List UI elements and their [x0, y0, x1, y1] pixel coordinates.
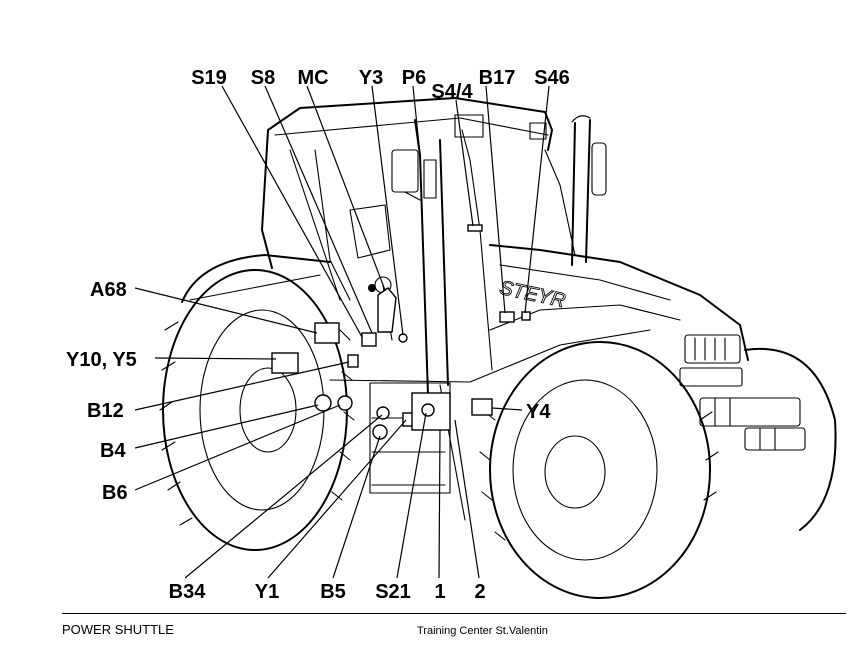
s8-switch: [361, 332, 377, 347]
label-b6: B6: [102, 482, 128, 504]
component-symbols: [271, 224, 531, 440]
y10-y5-valve: [271, 352, 299, 374]
label-s19: S19: [191, 67, 227, 89]
b12-sensor: [347, 354, 359, 368]
label-p6: P6: [402, 67, 426, 89]
label-s46: S46: [534, 67, 570, 89]
b5-sensor: [372, 424, 388, 440]
s21-switch: [421, 403, 435, 417]
y4-valve: [471, 398, 493, 416]
a68-module: [314, 322, 340, 344]
b4-sensor: [314, 394, 332, 412]
footer-training-center: Training Center St.Valentin: [417, 625, 548, 637]
label-b4: B4: [100, 440, 126, 462]
y3-valve: [398, 333, 408, 343]
tractor-illustration: STEYR: [159, 97, 837, 599]
gear-lever: [377, 287, 397, 333]
leader-lines: [134, 85, 550, 579]
footer-divider: [62, 613, 846, 614]
b6-sensor: [337, 395, 353, 411]
s4-4-switch: [467, 224, 483, 232]
footer-section-title: POWER SHUTTLE: [62, 622, 174, 637]
label-b17: B17: [479, 67, 516, 89]
label-y4: Y4: [526, 401, 551, 423]
b17-sensor: [499, 311, 515, 323]
brand-logo: STEYR: [498, 277, 568, 312]
label-a68: A68: [90, 279, 127, 301]
label-s21: S21: [375, 581, 411, 603]
label-mc: MC: [297, 67, 328, 89]
label-y1: Y1: [255, 581, 279, 603]
label-s4-4: S4/4: [431, 81, 473, 103]
label-s8: S8: [251, 67, 275, 89]
label-2: 2: [474, 581, 485, 603]
label-b12: B12: [87, 400, 124, 422]
s46-switch: [521, 311, 531, 321]
label-y10-y5: Y10, Y5: [66, 349, 137, 371]
callout-labels: S19 S8 MC Y3 P6 S4/4 B17 S46 A68 Y10, Y5…: [66, 67, 570, 603]
label-y3: Y3: [359, 67, 383, 89]
label-1: 1: [434, 581, 445, 603]
label-b5: B5: [320, 581, 346, 603]
label-b34: B34: [169, 581, 207, 603]
